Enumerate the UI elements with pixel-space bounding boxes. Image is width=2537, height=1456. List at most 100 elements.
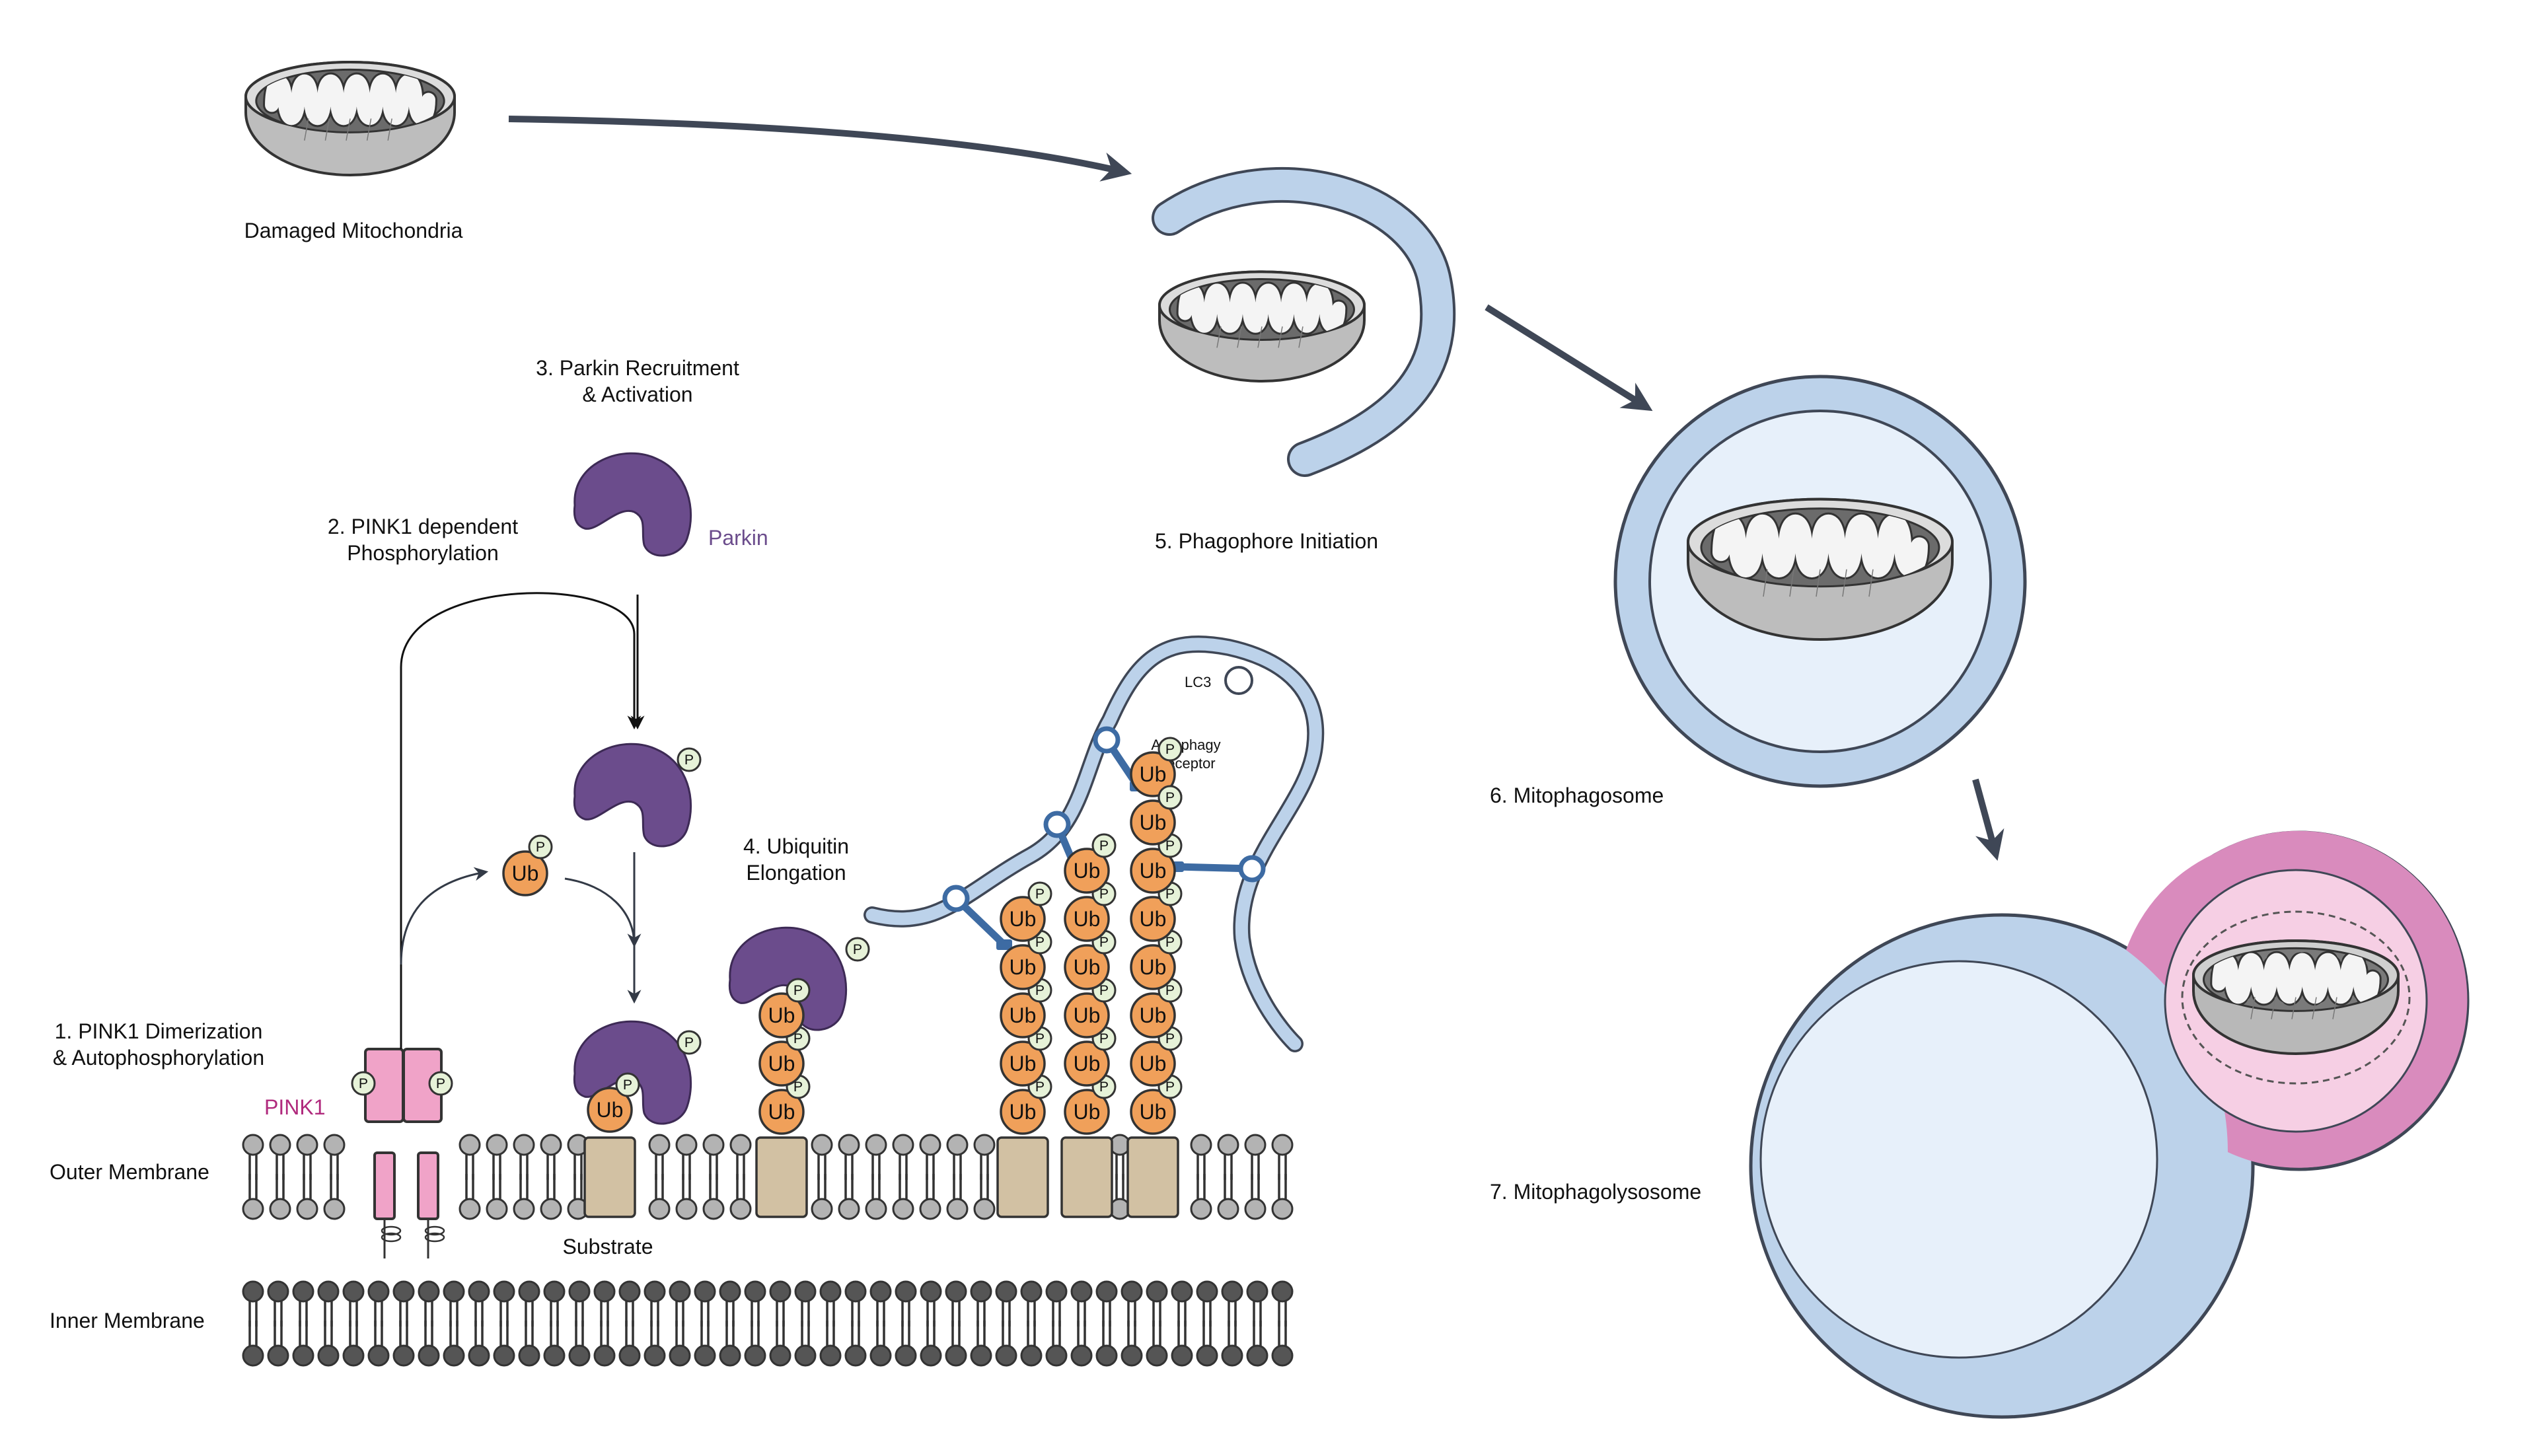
svg-text:P: P	[1165, 934, 1175, 950]
svg-text:Ub: Ub	[512, 861, 539, 885]
pink1-phosphorylation-label-2: Phosphorylation	[347, 541, 498, 565]
svg-text:P: P	[793, 1079, 803, 1095]
phospho-group: P	[1027, 881, 1052, 906]
svg-text:P: P	[1035, 982, 1045, 998]
inner-membrane-label: Inner Membrane	[50, 1309, 205, 1332]
svg-text:Ub: Ub	[1140, 762, 1167, 786]
svg-text:P: P	[1099, 934, 1109, 950]
svg-text:Ub: Ub	[1140, 811, 1167, 834]
ubiquitin: Ub	[1130, 944, 1176, 990]
substrate-label: Substrate	[563, 1235, 653, 1258]
ubiquitin: Ub	[1130, 992, 1176, 1038]
svg-text:P: P	[436, 1075, 445, 1091]
svg-text:Ub: Ub	[768, 1100, 795, 1124]
svg-text:Ub: Ub	[1140, 1003, 1167, 1027]
svg-text:P: P	[793, 1031, 803, 1046]
ub-to-parkin-arrow	[564, 877, 642, 948]
damaged-mitochondria-label: Damaged Mitochondria	[244, 219, 463, 242]
svg-text:P: P	[1099, 886, 1109, 902]
pink1-dimer	[364, 1048, 445, 1258]
parkin-inactive	[573, 452, 692, 557]
svg-text:Ub: Ub	[1074, 955, 1101, 979]
outer-membrane-bilayer	[242, 1134, 1294, 1220]
svg-text:Ub: Ub	[1074, 1100, 1101, 1124]
arrow-to-mitophagolysosome	[1972, 778, 2004, 861]
svg-text:P: P	[1099, 838, 1109, 854]
svg-text:P: P	[1165, 789, 1175, 805]
free-phospho-ubiquitin: Ub P	[502, 834, 553, 896]
mitophagosome-label: 6. Mitophagosome	[1490, 783, 1664, 807]
svg-text:Ub: Ub	[1074, 859, 1101, 883]
parkin-body	[728, 926, 848, 1031]
degrading-mitochondrion-icon	[2192, 939, 2400, 1055]
ubiquitin: Ub	[1000, 1089, 1046, 1135]
ubiquitin-elongation-label-1: 4. Ubiquitin	[743, 834, 849, 858]
pink1-dimerization-label-1: 1. PINK1 Dimerization	[55, 1019, 263, 1043]
ubiquitin: Ub	[1130, 848, 1176, 894]
svg-text:P: P	[1165, 886, 1175, 902]
ubiquitin: Ub	[1064, 1089, 1110, 1135]
ubiquitin: Ub	[1130, 799, 1176, 846]
ubiquitin: Ub	[758, 1089, 805, 1135]
svg-text:P: P	[1165, 1079, 1175, 1095]
svg-text:Ub: Ub	[1010, 907, 1037, 931]
degrading-mitochondrion-outline	[2181, 910, 2411, 1085]
phospho-group: P	[677, 1030, 702, 1055]
svg-text:P: P	[1035, 886, 1045, 902]
phospho-group: P	[528, 834, 553, 859]
ubiquitin: Ub	[1130, 1040, 1176, 1087]
phospho-group: P	[677, 747, 702, 772]
phospho-group: P	[845, 937, 870, 962]
svg-text:Ub: Ub	[1140, 859, 1167, 883]
phagophore-initiation-label: 5. Phagophore Initiation	[1155, 529, 1378, 553]
phagophore-lc3-membrane	[865, 637, 1322, 1050]
parkin-recruitment-label-2: & Activation	[582, 382, 692, 406]
ubiquitin: Ub	[1064, 992, 1110, 1038]
ubiquitin: Ub	[1000, 896, 1046, 942]
mitophagosome-mitochondrion-icon	[1687, 497, 1954, 641]
svg-text:Ub: Ub	[1010, 1052, 1037, 1075]
ubiquitin-elongation-label-2: Elongation	[746, 861, 846, 885]
svg-text:P: P	[793, 982, 803, 998]
ubiquitin: Ub	[758, 992, 805, 1038]
phospho-group: P	[615, 1072, 640, 1097]
svg-text:P: P	[853, 941, 862, 957]
ubiquitin-chains: UbPUbPUbPUbPUbPUbPUbPUbPUbPUbPUbPUbPUbPU…	[587, 737, 1183, 1135]
svg-text:P: P	[1165, 982, 1175, 998]
lc3-label: LC3	[1185, 674, 1211, 690]
phospho-group: P	[351, 1071, 376, 1096]
ubiquitin: Ub	[1130, 751, 1176, 797]
autophagosome-lumen	[1759, 960, 2158, 1359]
svg-text:P: P	[1165, 741, 1175, 757]
ubiquitin: Ub	[502, 850, 548, 896]
outer-membrane-label: Outer Membrane	[50, 1160, 209, 1184]
svg-text:Ub: Ub	[768, 1052, 795, 1075]
phospho-group: P	[1158, 785, 1183, 810]
ubiquitin: Ub	[1064, 848, 1110, 894]
ubiquitin: Ub	[587, 1087, 633, 1133]
svg-text:P: P	[684, 1035, 694, 1050]
damaged-mitochondrion-icon	[244, 61, 456, 176]
svg-text:P: P	[1035, 1031, 1045, 1046]
parkin-elongating	[728, 926, 848, 1031]
pink1-label: PINK1	[264, 1095, 325, 1119]
pink1-phosphorylation-label-1: 2. PINK1 dependent	[328, 515, 518, 538]
svg-text:P: P	[1165, 1031, 1175, 1046]
pink1-to-parkin-arrow	[400, 592, 642, 1049]
svg-text:Ub: Ub	[1140, 1100, 1167, 1124]
phagophore-membrane-fill	[1154, 170, 1453, 474]
svg-text:P: P	[536, 839, 545, 855]
ubiquitin: Ub	[1000, 1040, 1046, 1087]
svg-text:P: P	[1099, 982, 1109, 998]
arrow-to-phagophore	[508, 116, 1132, 182]
svg-text:Ub: Ub	[1074, 1003, 1101, 1027]
svg-text:Ub: Ub	[1010, 955, 1037, 979]
engulfed-mitochondrion-icon	[1158, 270, 1366, 382]
svg-text:Ub: Ub	[1140, 955, 1167, 979]
lc3-protein	[1224, 666, 1253, 695]
parkin-recruitment-label-1: 3. Parkin Recruitment	[536, 356, 739, 380]
svg-text:Ub: Ub	[1074, 1052, 1101, 1075]
ubiquitin: Ub	[1130, 896, 1176, 942]
svg-text:Ub: Ub	[1140, 1052, 1167, 1075]
